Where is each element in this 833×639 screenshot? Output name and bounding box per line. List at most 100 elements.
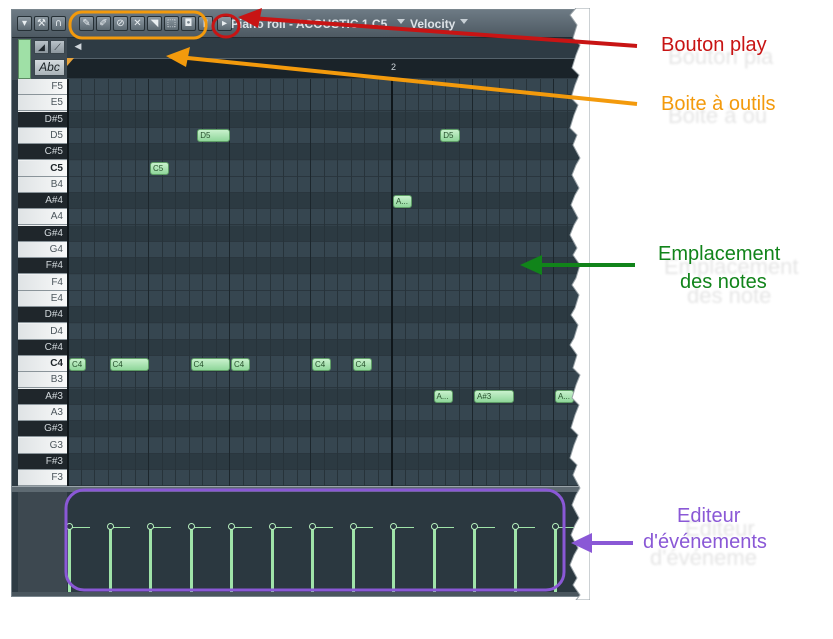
velocity-bar[interactable]: [311, 524, 314, 592]
grid-row[interactable]: [67, 470, 583, 486]
grid-row[interactable]: [67, 307, 583, 324]
piano-key[interactable]: A4: [18, 209, 67, 226]
slide-icon[interactable]: ◢: [34, 40, 49, 54]
piano-key[interactable]: D5: [18, 127, 67, 144]
velocity-bar[interactable]: [554, 524, 557, 592]
piano-key[interactable]: C#4: [18, 339, 67, 356]
velocity-bar[interactable]: [270, 524, 274, 592]
select-icon[interactable]: ⬚: [164, 16, 179, 31]
velocity-bar[interactable]: [513, 524, 517, 592]
velocity-handle[interactable]: [106, 523, 114, 530]
velocity-handle[interactable]: [147, 523, 154, 530]
note-c4[interactable]: C4: [190, 357, 230, 371]
piano-key[interactable]: D4: [18, 323, 67, 340]
horizontal-scrollbar[interactable]: [12, 592, 583, 596]
channel-color-swatch[interactable]: [18, 39, 31, 79]
grid-row[interactable]: [67, 405, 583, 421]
velocity-bar[interactable]: [351, 524, 355, 592]
brush-icon[interactable]: ✐: [96, 16, 111, 31]
piano-key[interactable]: D#4: [18, 307, 67, 324]
piano-key[interactable]: F3: [18, 470, 67, 487]
grid-row[interactable]: [67, 176, 583, 193]
title-bar[interactable]: ▾ ⚒ ∩ ✎ ✐ ⊘ ✕ ◥ ⬚ ◘ ▮ ▸ Piano roll - ACO…: [12, 10, 583, 38]
piano-key[interactable]: B4: [18, 176, 67, 193]
event-editor[interactable]: [66, 492, 583, 592]
grid-row[interactable]: [67, 388, 583, 405]
zoom-icon[interactable]: ◘: [181, 16, 196, 31]
velocity-bar[interactable]: [230, 524, 233, 592]
note-d5[interactable]: D5: [440, 129, 460, 143]
velocity-handle[interactable]: [309, 523, 316, 530]
velocity-handle[interactable]: [430, 523, 438, 530]
grid-row[interactable]: [67, 193, 583, 210]
note-d5[interactable]: D5: [197, 129, 230, 143]
portamento-icon[interactable]: ⟋: [50, 40, 65, 54]
note-asharp3[interactable]: A#3: [474, 390, 514, 404]
grid-row[interactable]: [67, 421, 583, 438]
grid-row[interactable]: [67, 339, 583, 356]
velocity-bar[interactable]: [68, 524, 71, 592]
piano-key[interactable]: A#4: [18, 193, 67, 210]
piano-key[interactable]: G3: [18, 437, 67, 454]
velocity-handle[interactable]: [268, 523, 276, 530]
piano-key[interactable]: F#3: [18, 453, 67, 470]
playhead-marker-icon[interactable]: [67, 58, 74, 66]
note-c4[interactable]: C4: [312, 357, 332, 371]
chevron-down-icon[interactable]: [460, 19, 468, 24]
play-button[interactable]: ▸: [217, 16, 232, 31]
slice-icon[interactable]: ◥: [147, 16, 162, 31]
extra-tool-icon[interactable]: ▮: [198, 16, 213, 31]
velocity-handle[interactable]: [390, 523, 397, 530]
wrench-icon[interactable]: ⚒: [34, 16, 49, 31]
velocity-bar[interactable]: [149, 524, 152, 592]
velocity-bar[interactable]: [108, 524, 112, 592]
grid-row[interactable]: [67, 79, 583, 95]
scroll-left-icon[interactable]: ◀: [74, 41, 82, 51]
piano-key[interactable]: G4: [18, 242, 67, 258]
grid-row[interactable]: [67, 209, 583, 226]
piano-key[interactable]: F5: [18, 79, 67, 95]
velocity-handle[interactable]: [66, 523, 73, 530]
grid-row[interactable]: [67, 225, 583, 242]
note-c4[interactable]: C4: [231, 357, 251, 371]
note-asharp3[interactable]: A...: [433, 390, 453, 404]
grid-row[interactable]: [67, 274, 583, 291]
menu-arrow-icon[interactable]: ▾: [17, 16, 32, 31]
velocity-bar[interactable]: [473, 524, 476, 592]
velocity-bar[interactable]: [392, 524, 395, 592]
pencil-icon[interactable]: ✎: [79, 16, 94, 31]
grid-row[interactable]: [67, 127, 583, 144]
piano-key[interactable]: G#4: [18, 225, 67, 242]
delete-icon[interactable]: ⊘: [113, 16, 128, 31]
piano-key[interactable]: A#3: [18, 388, 67, 405]
text-tool-button[interactable]: Abc: [34, 59, 65, 76]
note-c4[interactable]: C4: [352, 357, 372, 371]
piano-key[interactable]: E4: [18, 290, 67, 307]
piano-key[interactable]: D#5: [18, 111, 67, 128]
note-asharp4[interactable]: A...: [393, 194, 413, 208]
chevron-down-icon[interactable]: [397, 19, 405, 24]
note-c4[interactable]: C4: [69, 357, 86, 371]
grid-row[interactable]: [67, 323, 583, 340]
piano-key[interactable]: E5: [18, 95, 67, 112]
piano-key[interactable]: C5: [18, 160, 67, 177]
velocity-handle[interactable]: [471, 523, 478, 530]
note-c5[interactable]: C5: [150, 162, 170, 175]
grid-row[interactable]: [67, 437, 583, 454]
piano-key[interactable]: A3: [18, 405, 67, 421]
velocity-bar[interactable]: [432, 524, 436, 592]
grid-row[interactable]: [67, 95, 583, 112]
note-asharp3[interactable]: A...: [555, 390, 575, 404]
velocity-handle[interactable]: [511, 523, 519, 530]
velocity-bar[interactable]: [189, 524, 193, 592]
velocity-handle[interactable]: [552, 523, 559, 530]
grid-row[interactable]: [67, 242, 583, 258]
piano-key[interactable]: F#4: [18, 258, 67, 275]
grid-row[interactable]: [67, 111, 583, 128]
grid-row[interactable]: [67, 290, 583, 307]
piano-key[interactable]: G#3: [18, 421, 67, 438]
note-c4[interactable]: C4: [109, 357, 149, 371]
grid-row[interactable]: [67, 372, 583, 389]
